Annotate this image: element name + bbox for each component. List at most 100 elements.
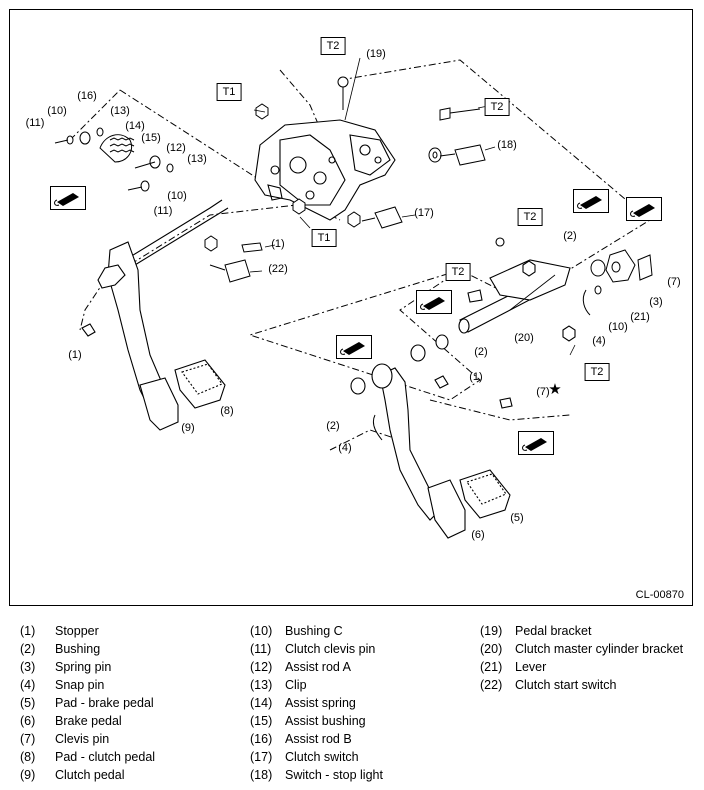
callout: (10): [47, 105, 67, 117]
legend-part-name: Lever: [515, 660, 547, 674]
legend-part-name: Switch - stop light: [285, 768, 383, 782]
master-cylinder-bracket-drawing: [410, 237, 576, 362]
callout: (18): [497, 139, 517, 151]
legend-part-name: Stopper: [55, 624, 99, 638]
exploded-diagram-frame: T2 T1 T2 T1 T2 T2 T2 ★ (19) (16) (10) (1…: [9, 9, 693, 606]
legend-number: (22): [480, 678, 503, 692]
callout: (2): [563, 230, 577, 242]
legend-number: (4): [20, 678, 36, 692]
legend-number: (17): [250, 750, 273, 764]
legend-part-name: Assist spring: [285, 696, 356, 710]
legend-item: (10) Bushing C: [250, 622, 383, 640]
callout: (9): [181, 422, 195, 434]
grease-icon: [416, 290, 452, 314]
callout: (4): [338, 442, 352, 454]
legend-item: (13)Clip: [250, 676, 383, 694]
legend-number: (18): [250, 768, 273, 782]
callout: (16): [77, 90, 97, 102]
callout: (12): [166, 142, 186, 154]
legend-item: (14)Assist spring: [250, 694, 383, 712]
legend-item: (16) Assist rod B: [250, 730, 383, 748]
callout: (11): [25, 117, 45, 129]
callout: (13): [110, 105, 130, 117]
legend-number: (11): [250, 642, 272, 656]
callout: (14): [125, 120, 145, 132]
legend-item: (22)Clutch start switch: [480, 676, 683, 694]
legend-number: (7): [20, 732, 36, 746]
callout: (6): [471, 529, 485, 541]
callout: (21): [630, 311, 650, 323]
legend-item: (19) Pedal bracket: [480, 622, 683, 640]
legend-number: (3): [20, 660, 36, 674]
legend-item: (21) Lever: [480, 658, 683, 676]
legend-item: (6) Brake pedal: [20, 712, 155, 730]
legend-item: (5)Pad - brake pedal: [20, 694, 155, 712]
callout: (10): [608, 321, 628, 333]
legend-number: (9): [20, 768, 36, 782]
legend-part-name: Clutch master cylinder bracket: [515, 642, 684, 656]
torque-label: T1: [311, 229, 337, 247]
callout: (13): [187, 153, 207, 165]
legend-item: (3) Spring pin: [20, 658, 155, 676]
torque-label: T1: [216, 83, 242, 101]
legend-number: (2): [20, 642, 36, 656]
torque-label: T2: [484, 98, 510, 116]
grease-icon: [626, 197, 662, 221]
callout: (7): [536, 386, 550, 398]
callout: (1): [469, 371, 483, 383]
callout: (22): [268, 263, 288, 275]
legend-number: (10): [250, 624, 273, 638]
legend-item: (17) Clutch switch: [250, 748, 383, 766]
legend-item: (9) Clutch pedal: [20, 766, 155, 784]
legend-item: (12) Assist rod A: [250, 658, 383, 676]
legend-part-name: Snap pin: [55, 678, 105, 692]
callout: (7): [667, 276, 681, 288]
legend-number: (19): [480, 624, 503, 638]
callout: (15): [141, 132, 161, 144]
torque-label: T2: [445, 263, 471, 281]
legend-number: (12): [250, 660, 273, 674]
legend-number: (1): [20, 624, 36, 638]
legend-part-name: Assist rod A: [285, 660, 351, 674]
legend-part-name: Bushing C: [285, 624, 343, 638]
callout: (20): [514, 332, 534, 344]
legend-part-name: Clutch clevis pin: [285, 642, 376, 656]
legend-number: (13): [250, 678, 273, 692]
legend-item: (8)Pad - clutch pedal: [20, 748, 155, 766]
grease-icon: [573, 189, 609, 213]
legend-number: (15): [250, 714, 273, 728]
legend-part-name: Clutch pedal: [55, 768, 125, 782]
callout: (1): [271, 238, 285, 250]
parts-legend: (1) Stopper (2)Bushing (3) Spring pin (4) Snap…: [20, 622, 700, 787]
lever-drawing: [582, 249, 653, 316]
legend-item: (11) Clutch clevis pin: [250, 640, 383, 658]
legend-number: (21): [480, 660, 503, 674]
legend-part-name: Pedal bracket: [515, 624, 592, 638]
legend-column-1: (1) Stopper (2)Bushing (3) Spring pin (4) Snap…: [20, 622, 155, 784]
callout: (17): [414, 207, 434, 219]
legend-part-name: Assist bushing: [285, 714, 366, 728]
legend-part-name: Pad - clutch pedal: [55, 750, 156, 764]
drawing-code: CL-00870: [635, 589, 684, 601]
legend-part-name: Spring pin: [55, 660, 112, 674]
legend-item: (2)Bushing: [20, 640, 155, 658]
torque-label: T2: [517, 208, 543, 226]
leader-lines: [249, 57, 576, 356]
brake-pedal-drawing: [350, 363, 513, 539]
torque-label: T2: [584, 363, 610, 381]
legend-part-name: Brake pedal: [55, 714, 122, 728]
clutch-pedal-drawing: [81, 199, 229, 431]
legend-part-name: Clutch switch: [285, 750, 359, 764]
legend-item: (1) Stopper: [20, 622, 155, 640]
legend-number: (5): [20, 696, 36, 710]
legend-number: (20): [480, 642, 503, 656]
callout: (8): [220, 405, 234, 417]
legend-number: (6): [20, 714, 36, 728]
legend-number: (16): [250, 732, 273, 746]
legend-column-3: (19) Pedal bracket (20) Clutch master cylin…: [480, 622, 683, 694]
pedal-bracket-drawing: [254, 119, 396, 221]
callout: (10): [167, 190, 187, 202]
assist-rod-assembly: [54, 127, 174, 192]
legend-part-name: Assist rod B: [285, 732, 352, 746]
torque-label: T2: [320, 37, 346, 55]
